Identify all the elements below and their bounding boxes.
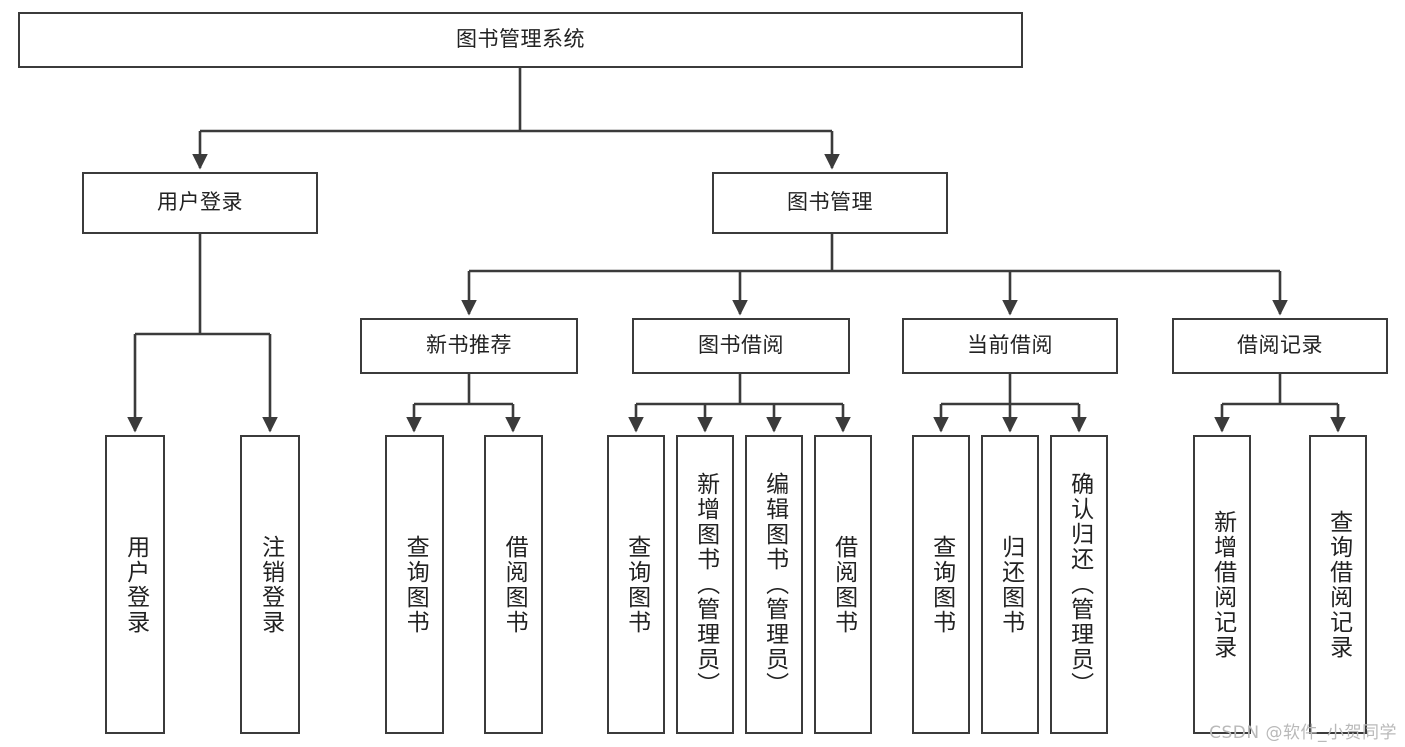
- leaf-current-borrow-confirm-return[interactable]: 确认归还（管理员）: [1050, 435, 1108, 734]
- node-label: 图书借阅: [698, 333, 784, 358]
- node-label: 图书管理: [787, 190, 873, 215]
- node-borrow-record[interactable]: 借阅记录: [1172, 318, 1388, 374]
- node-label: 查询图书: [928, 534, 955, 635]
- node-label: 注销登录: [257, 534, 284, 635]
- node-book-borrow[interactable]: 图书借阅: [632, 318, 850, 374]
- node-label: 查询图书: [623, 534, 650, 635]
- node-label: 编辑图书（管理员）: [761, 472, 788, 697]
- node-user-login[interactable]: 用户登录: [82, 172, 318, 234]
- leaf-book-borrow-query-book[interactable]: 查询图书: [607, 435, 665, 734]
- node-label: 借阅图书: [501, 534, 528, 635]
- leaf-borrow-record-add-record[interactable]: 新增借阅记录: [1193, 435, 1251, 734]
- leaf-book-borrow-borrow-book[interactable]: 借阅图书: [814, 435, 872, 734]
- node-label: 新增借阅记录: [1209, 509, 1236, 660]
- node-label: 当前借阅: [967, 333, 1053, 358]
- node-label: 查询图书: [402, 534, 429, 635]
- node-label: 新书推荐: [426, 333, 512, 358]
- leaf-user-login-login[interactable]: 用户登录: [105, 435, 165, 734]
- node-label: 新增图书（管理员）: [692, 472, 719, 697]
- node-new-book-recommend[interactable]: 新书推荐: [360, 318, 578, 374]
- watermark-text: CSDN @软件_小贺同学: [1209, 723, 1397, 743]
- node-current-borrow[interactable]: 当前借阅: [902, 318, 1118, 374]
- leaf-borrow-record-query-record[interactable]: 查询借阅记录: [1309, 435, 1367, 734]
- leaf-user-login-logout[interactable]: 注销登录: [240, 435, 300, 734]
- node-root-system[interactable]: 图书管理系统: [18, 12, 1023, 68]
- node-label: 用户登录: [122, 534, 149, 635]
- leaf-book-borrow-edit-book[interactable]: 编辑图书（管理员）: [745, 435, 803, 734]
- leaf-book-borrow-add-book[interactable]: 新增图书（管理员）: [676, 435, 734, 734]
- leaf-current-borrow-return-book[interactable]: 归还图书: [981, 435, 1039, 734]
- leaf-new-book-query-book[interactable]: 查询图书: [385, 435, 444, 734]
- node-label: 查询借阅记录: [1325, 509, 1352, 660]
- leaf-new-book-borrow-book[interactable]: 借阅图书: [484, 435, 543, 734]
- node-book-management[interactable]: 图书管理: [712, 172, 948, 234]
- node-label: 确认归还（管理员）: [1066, 472, 1093, 697]
- node-label: 借阅记录: [1237, 333, 1323, 358]
- leaf-current-borrow-query-book[interactable]: 查询图书: [912, 435, 970, 734]
- node-label: 归还图书: [997, 534, 1024, 635]
- node-label: 用户登录: [157, 190, 243, 215]
- node-label: 借阅图书: [830, 534, 857, 635]
- node-label: 图书管理系统: [456, 27, 585, 52]
